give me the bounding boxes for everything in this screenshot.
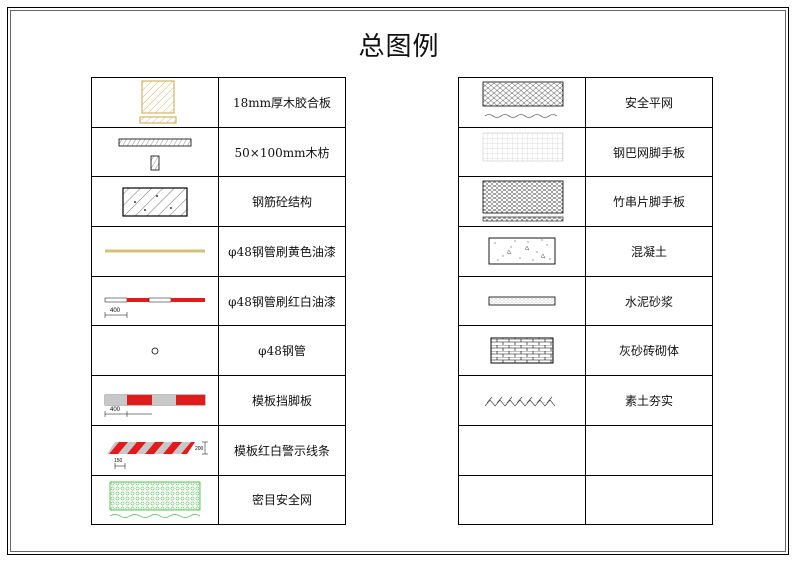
legend-label: 18mm厚木胶合板 [218,77,346,128]
legend-row [458,474,713,526]
dimension-label: 400 [110,407,121,413]
legend-row: 18mm厚木胶合板 [91,77,346,128]
flat-safety-net-symbol-icon [482,81,564,119]
legend-row: 安全平网 [458,77,713,128]
legend-row: 钢筋砼结构 [91,176,346,228]
flat-safety-net-symbol-cell [458,77,586,128]
legend-label: 竹串片脚手板 [585,176,713,228]
legend-row: φ48钢管刷黄色油漆 [91,226,346,277]
legend-row: 混凝土 [458,226,713,277]
dimension-label: 200 [195,446,204,452]
dimension-label: 400 [110,308,121,314]
legend-row: 素土夯实 [458,375,713,426]
legend-label: 50×100mm木枋 [218,126,346,178]
legend-label: φ48钢管刷红白油漆 [218,275,346,327]
legend-row: 400 模板挡脚板 [91,375,346,426]
concrete-symbol-cell [458,226,586,277]
plywood-symbol-cell [91,77,219,128]
legend-label: 钢筋砼结构 [218,176,346,228]
pipe-section-symbol-cell [91,325,219,377]
legend-label: 钢巴网脚手板 [585,126,713,178]
timber-beam-symbol-icon [118,138,192,171]
legend-label: 混凝土 [585,226,713,277]
legend-label [585,424,713,476]
dense-mesh-net-symbol-cell [91,474,219,526]
legend-label: 模板红白警示线条 [218,424,346,476]
toe-board-symbol-cell: 400 [91,375,219,426]
empty-symbol-cell [458,424,586,476]
brick-masonry-symbol-icon [490,337,554,364]
legend-label: 模板挡脚板 [218,375,346,426]
legend-row [458,424,713,476]
reinforced-concrete-symbol-icon [122,187,188,217]
legend-label: 灰砂砖砌体 [585,325,713,377]
steel-mesh-board-symbol-icon [482,132,564,162]
dense-mesh-net-symbol-icon [109,481,201,518]
compacted-soil-symbol-icon [484,397,556,408]
legend-row: 400 φ48钢管刷红白油漆 [91,275,346,327]
warning-stripe-symbol-icon: 200 150 [107,441,208,470]
legend-row: 竹串片脚手板 [458,176,713,228]
empty-symbol-cell [458,474,586,526]
legend-table-left: 18mm厚木胶合板 50×100mm木枋 [91,77,346,526]
legend-table-right: 安全平网 钢巴网脚手板 [458,77,713,526]
legend-row: 200 150 模板红白警示线条 [91,424,346,476]
outer-frame [7,7,789,555]
plywood-symbol-icon [139,80,177,124]
legend-label: 素土夯实 [585,375,713,426]
legend-label: φ48钢管 [218,325,346,377]
bamboo-board-symbol-icon [482,180,564,222]
legend-row: φ48钢管 [91,325,346,377]
mortar-symbol-cell [458,275,586,327]
timber-symbol-cell [91,126,219,178]
yellow-pipe-symbol-icon [105,249,205,253]
brick-masonry-symbol-cell [458,325,586,377]
yellow-pipe-symbol-cell [91,226,219,277]
legend-label: 水泥砂浆 [585,275,713,327]
pipe-section-symbol-icon [151,347,159,355]
steel-mesh-board-symbol-cell [458,126,586,178]
legend-label: 密目安全网 [218,474,346,526]
legend-label: φ48钢管刷黄色油漆 [218,226,346,277]
legend-row: 灰砂砖砌体 [458,325,713,377]
red-white-pipe-symbol-icon: 400 [104,297,205,319]
compacted-soil-symbol-cell [458,375,586,426]
dimension-label: 150 [114,458,123,464]
bamboo-board-symbol-cell [458,176,586,228]
legend-row: 钢巴网脚手板 [458,126,713,178]
legend-row: 水泥砂浆 [458,275,713,327]
warning-stripe-symbol-cell: 200 150 [91,424,219,476]
mortar-symbol-icon [488,296,556,306]
legend-row: 50×100mm木枋 [91,126,346,178]
inner-frame [10,10,786,552]
page-title: 总图例 [358,32,440,62]
legend-label: 安全平网 [585,77,713,128]
concrete-structure-symbol-cell [91,176,219,228]
toe-board-symbol-icon: 400 [104,395,206,418]
legend-label [585,474,713,526]
red-white-pipe-symbol-cell: 400 [91,275,219,327]
legend-row: 密目安全网 [91,474,346,526]
concrete-symbol-icon [488,237,556,265]
